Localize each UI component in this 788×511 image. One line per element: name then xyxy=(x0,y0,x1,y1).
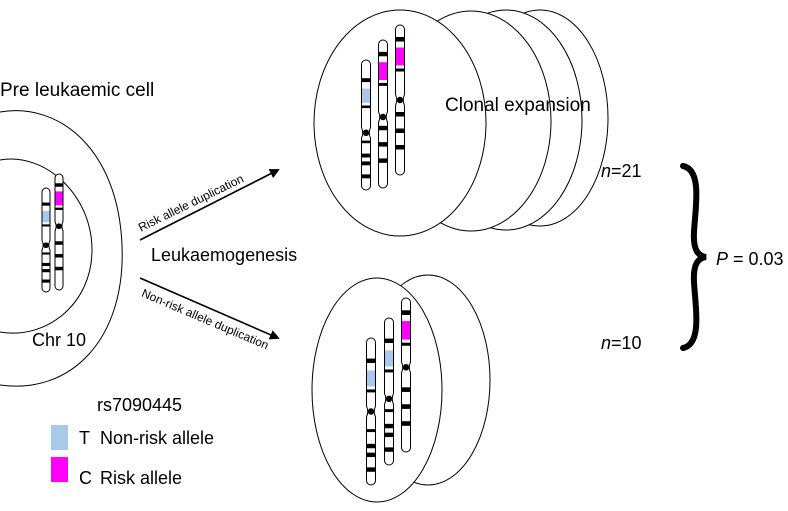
legend-risk-swatch xyxy=(51,457,68,482)
chr10-nonrisk-pre-band-0 xyxy=(42,202,50,206)
chr10-nonrisk-top-band-4 xyxy=(362,153,370,158)
chr10-nonrisk-pre-band-5 xyxy=(42,269,50,273)
chr10-risk-top-1-band-0 xyxy=(379,51,387,57)
chr10-nonrisk-bottom-2-band-3 xyxy=(385,409,393,413)
legend-title: rs7090445 xyxy=(97,395,183,415)
chr10-risk-pre-centromere xyxy=(56,223,62,230)
chr10-risk-pre-band-0 xyxy=(55,183,63,187)
chr10-risk-top-2-band-1 xyxy=(396,47,404,66)
chr10-risk-top-2-band-4 xyxy=(396,128,404,133)
chr10-nonrisk-bottom-1-band-5 xyxy=(367,452,375,458)
chr10-nonrisk-pre-band-3 xyxy=(42,252,50,255)
chr10-nonrisk-top xyxy=(361,59,371,191)
chr10-risk-top-1-band-4 xyxy=(379,142,387,147)
curly-brace xyxy=(680,163,707,351)
chr10-nonrisk-pre xyxy=(41,187,51,293)
chr10-nonrisk-bottom-1-band-4 xyxy=(367,443,375,449)
chr10-risk-top-2-band-0 xyxy=(396,37,404,42)
chr10-nonrisk-bottom-1 xyxy=(366,337,376,486)
chr10-nonrisk-bottom-2-centromere xyxy=(385,395,393,403)
legend-risk-text: Risk allele xyxy=(100,468,183,488)
chr10-risk-top-2-band-2 xyxy=(396,68,404,72)
chr10-risk-bottom-centromere xyxy=(402,364,410,371)
chr10-label: Chr 10 xyxy=(32,330,87,350)
chr10-nonrisk-bottom-2 xyxy=(384,317,394,466)
chr10-nonrisk-bottom-2-band-0 xyxy=(385,338,393,343)
chr10-risk-bottom-band-4 xyxy=(402,404,410,409)
p-value: P = 0.03 xyxy=(716,249,784,270)
chr10-nonrisk-bottom-2-band-4 xyxy=(385,423,393,429)
chr10-risk-top-1-centromere xyxy=(379,113,387,121)
chr10-nonrisk-pre-band-1 xyxy=(42,210,50,223)
chr10-nonrisk-top-band-2 xyxy=(362,105,370,109)
chr10-risk-bottom-band-3 xyxy=(402,387,410,392)
chr10-risk-bottom xyxy=(401,297,411,453)
pre-leukaemic-cell-outer-membrane xyxy=(0,110,123,387)
legend-non-risk-text: Non-risk allele xyxy=(100,428,215,448)
risk-duplication-arrow xyxy=(139,169,280,241)
chr10-nonrisk-bottom-1-band-1 xyxy=(367,370,375,387)
chr10-risk-top-2 xyxy=(395,24,405,176)
chr10-nonrisk-pre-band-2 xyxy=(42,224,50,227)
n-risk-value: =21 xyxy=(611,161,642,181)
chr10-nonrisk-bottom-1-band-0 xyxy=(367,358,375,363)
chr10-risk-top-1-band-5 xyxy=(379,158,387,163)
clonal-expansion-label: Clonal expansion xyxy=(445,95,591,116)
n-non-risk-count: n=10 xyxy=(601,333,642,354)
chr10-nonrisk-bottom-2-band-1 xyxy=(385,350,393,367)
risk-clone-cells xyxy=(313,9,609,237)
pre-leukaemic-cell-label: Pre leukaemic cell xyxy=(0,80,155,101)
pre-leukaemic-cell-nucleus xyxy=(0,158,93,334)
chr10-risk-top-2-centromere xyxy=(396,96,404,104)
chr10-nonrisk-bottom-1-band-3 xyxy=(367,429,375,433)
chr10-nonrisk-bottom-1-band-2 xyxy=(367,389,375,393)
chr10-nonrisk-bottom-1-centromere xyxy=(367,408,375,415)
chr10-risk-pre-band-2 xyxy=(55,207,63,210)
chr10-nonrisk-top-band-5 xyxy=(362,161,370,166)
chromosomes xyxy=(41,24,411,486)
legend-non-risk-swatch xyxy=(51,425,68,450)
chr10-risk-top-1-band-3 xyxy=(379,125,387,131)
chr10-nonrisk-top-band-6 xyxy=(362,174,370,179)
chr10-risk-pre-band-3 xyxy=(55,241,63,245)
chr10-risk-pre xyxy=(54,173,64,291)
chr10-nonrisk-bottom-2-band-5 xyxy=(385,432,393,438)
chr10-nonrisk-pre-band-4 xyxy=(42,262,50,266)
chr10-nonrisk-top-centromere xyxy=(362,129,370,137)
chr10-risk-top-2-band-5 xyxy=(396,145,404,150)
chr10-risk-pre-band-4 xyxy=(55,254,63,258)
n-risk-count: n=21 xyxy=(601,161,642,182)
leukaemogenesis-label: Leukaemogenesis xyxy=(151,245,298,265)
chr10-risk-bottom-band-2 xyxy=(402,342,410,346)
legend-non-risk-letter: T xyxy=(79,428,90,448)
n-non-risk-value: =10 xyxy=(611,333,642,353)
chr10-nonrisk-top-band-1 xyxy=(362,88,370,103)
chr10-nonrisk-top-band-3 xyxy=(362,140,370,144)
chr10-risk-pre-band-1 xyxy=(55,191,63,206)
chr10-risk-top-2-band-3 xyxy=(396,112,404,117)
legend-risk-letter: C xyxy=(79,468,92,488)
p-number: = 0.03 xyxy=(728,249,784,269)
p-variable: P xyxy=(716,249,729,269)
chr10-nonrisk-pre-centromere xyxy=(43,242,49,249)
chr10-risk-bottom-band-1 xyxy=(402,321,410,340)
chr10-risk-bottom-band-5 xyxy=(402,421,410,426)
chr10-nonrisk-top-band-0 xyxy=(362,78,370,83)
chr10-risk-bottom-band-0 xyxy=(402,310,410,315)
n-risk-variable: n xyxy=(601,161,612,181)
chr10-nonrisk-bottom-2-band-2 xyxy=(385,369,393,373)
chr10-risk-top-1 xyxy=(378,39,388,189)
chr10-nonrisk-bottom-1-band-6 xyxy=(367,467,375,472)
chr10-nonrisk-pre-band-6 xyxy=(42,279,50,283)
non-risk-duplication-arrow xyxy=(139,277,280,340)
chr10-risk-top-1-band-1 xyxy=(379,62,387,80)
chr10-nonrisk-bottom-2-band-6 xyxy=(385,447,393,452)
chr10-risk-pre-band-5 xyxy=(55,266,63,271)
n-non-risk-variable: n xyxy=(601,333,612,353)
chr10-risk-top-1-band-2 xyxy=(379,82,387,86)
